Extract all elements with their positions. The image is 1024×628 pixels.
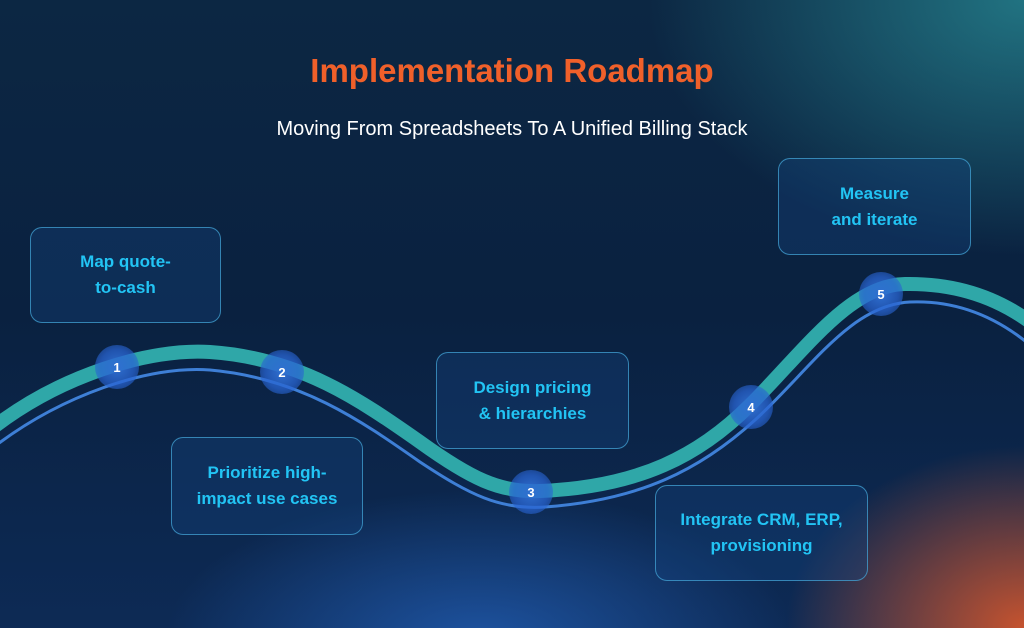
step-1-card: Map quote-to-cash: [30, 227, 221, 323]
step-4-label-line2: provisioning: [710, 536, 813, 555]
step-3-card: Design pricing & hierarchies: [436, 352, 629, 449]
step-3-label-line1: Design pricing: [473, 377, 592, 397]
step-3-label-line2: & hierarchies: [478, 403, 587, 423]
step-2-marker: 2: [260, 350, 304, 394]
step-5-card: Measure and iterate: [778, 158, 971, 255]
step-4-label-line1: Integrate CRM, ERP,: [680, 510, 843, 529]
step-2-label-line2: impact use cases: [196, 489, 338, 508]
step-4-card: Integrate CRM, ERP, provisioning: [655, 485, 868, 581]
page-subtitle: Moving From Spreadsheets To A Unified Bi…: [276, 118, 748, 140]
step-1-marker: 1: [95, 345, 139, 389]
page-title: Implementation Roadmap: [310, 52, 714, 89]
step-5-marker: 5: [859, 272, 903, 316]
step-1-label-line1: Map quote-: [80, 252, 171, 271]
step-4-marker: 4: [729, 385, 773, 429]
step-3-marker: 3: [509, 470, 553, 514]
step-1-label-line2: to-cash: [95, 278, 156, 297]
step-2-label-line1: Prioritize high-: [207, 463, 327, 482]
step-5-label-line2: and iterate: [831, 209, 918, 229]
step-2-card: Prioritize high-impact use cases: [171, 437, 363, 535]
step-5-label-line1: Measure: [840, 183, 909, 203]
